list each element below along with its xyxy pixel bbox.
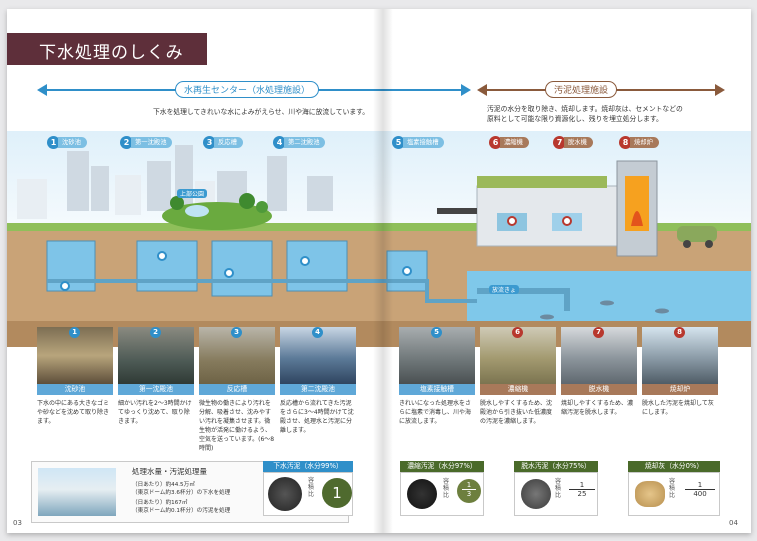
photo-number-4: 4: [312, 327, 323, 338]
ratio-label-dewatered: 容積比: [555, 478, 562, 500]
volume-line-3: （日あたり）約167㎥: [132, 500, 188, 506]
stage-box-raw: 容積比 1: [263, 472, 353, 516]
ratio-value-raw: 1: [322, 478, 352, 508]
photo-number-8: 8: [674, 327, 685, 338]
step-text-5: きれいになった処理水をさらに塩素で消毒し、川や海に放流します。: [399, 400, 472, 425]
water-section-label: 水再生センター（水処理施設）: [175, 81, 320, 98]
step-text-8: 脱水した汚泥を焼却して灰にします。: [642, 400, 714, 416]
volume-title: 処理水量・汚泥処理量: [132, 467, 207, 476]
ratio-fraction-dewatered: 1 25: [569, 481, 595, 499]
ratio-numerator-thickened: 1: [466, 481, 472, 489]
brochure-spread: 下水処理のしくみ 水再生センター（水処理施設） 汚泥処理施設 下水を処理してきれ…: [7, 9, 751, 533]
park-label: 上部公園: [177, 189, 208, 198]
volume-line-1: （日あたり）約44.5万㎥: [132, 482, 195, 488]
photo-number-7: 7: [593, 327, 604, 338]
arrow-left-icon: [37, 84, 47, 96]
arrow-right-icon: [715, 84, 725, 96]
water-description: 下水を処理してきれいな水によみがえらせ、川や海に放流しています。: [153, 108, 370, 116]
step-text-7: 焼却しやすくするため、濃縮汚泥を脱水します。: [561, 400, 633, 416]
step-text-1: 下水の中にある大きなゴミや砂などを沈めて取り除きます。: [37, 400, 110, 425]
ash-photo: [635, 481, 665, 507]
raw-sludge-photo: [268, 477, 302, 511]
photo-caption-6: 濃縮機: [480, 384, 556, 395]
stage-box-thickened: 容積比 1 3: [400, 472, 484, 516]
page-spine: [373, 9, 393, 533]
thickened-sludge-photo: [407, 479, 437, 509]
volume-photo: [38, 468, 116, 516]
sludge-description-line1: 汚泥の水分を取り除き、焼却します。焼却灰は、セメントなどの: [487, 105, 683, 113]
photo-number-6: 6: [512, 327, 523, 338]
arrow-left-icon: [477, 84, 487, 96]
ratio-numerator-ash: 1: [697, 481, 703, 489]
volume-line-4: （東京ドーム約0.1杯分）の汚泥を処理: [132, 508, 231, 514]
photo-caption-7: 脱水機: [561, 384, 637, 395]
ratio-numerator-dewatered: 1: [579, 481, 585, 489]
ratio-denominator-ash: 400: [685, 489, 715, 498]
ratio-label-raw: 容積比: [308, 477, 315, 499]
stage-box-dewatered: 容積比 1 25: [514, 472, 598, 516]
page-number-right: 04: [729, 519, 738, 527]
dewatered-sludge-photo: [521, 479, 551, 509]
photo-caption-8: 焼却炉: [642, 384, 718, 395]
ratio-denominator-thickened: 3: [462, 489, 476, 498]
ratio-denominator-dewatered: 25: [569, 489, 595, 498]
page-number-left: 03: [13, 519, 22, 527]
stage-head-ash: 焼却灰（水分0%）: [628, 461, 720, 472]
photo-caption-3: 反応槽: [199, 384, 275, 395]
step-text-4: 反応槽から流れてきた汚泥をさらに3〜4時間かけて沈殿させ、処理水と汚泥に分離しま…: [280, 400, 354, 434]
photo-number-5: 5: [431, 327, 442, 338]
arrow-right-icon: [461, 84, 471, 96]
treatment-plant-illustration: [7, 131, 751, 347]
sludge-section-label: 汚泥処理施設: [545, 81, 618, 98]
sludge-description-line2: 原料として可能な限り資源化し、残りを埋立処分します。: [487, 115, 663, 123]
photo-caption-4: 第二沈殿池: [280, 384, 356, 395]
stage-head-thickened: 濃縮汚泥（水分97%）: [400, 461, 484, 472]
step-text-6: 脱水しやすくするため、沈殿池から引き抜いた低濃度の汚泥を濃縮します。: [480, 400, 553, 425]
photo-number-2: 2: [150, 327, 161, 338]
stage-head-raw: 下水汚泥（水分99%）: [263, 461, 353, 472]
ratio-fraction-ash: 1 400: [685, 481, 715, 499]
photo-number-1: 1: [69, 327, 80, 338]
photo-number-3: 3: [231, 327, 242, 338]
step-text-3: 微生物の働きにより汚れを分解、吸着させ、沈みやすい汚れを凝集させます。微生物が活…: [199, 400, 275, 452]
ratio-label-ash: 容積比: [669, 478, 676, 500]
discharge-label: 放流きょ: [489, 285, 520, 294]
photo-caption-5: 塩素接触槽: [399, 384, 475, 395]
ratio-label-thickened: 容積比: [443, 478, 450, 500]
ratio-fraction-thickened: 1 3: [457, 479, 481, 503]
stage-head-dewatered: 脱水汚泥（水分75%）: [514, 461, 598, 472]
stage-box-ash: 容積比 1 400: [628, 472, 720, 516]
page-title: 下水処理のしくみ: [7, 33, 207, 65]
photo-caption-1: 沈砂池: [37, 384, 113, 395]
photo-caption-2: 第一沈殿池: [118, 384, 194, 395]
volume-line-2: （東京ドーム約3.6杯分）の下水を処理: [132, 490, 231, 496]
step-text-2: 細かい汚れを2〜3時間かけてゆっくり沈めて、取り除きます。: [118, 400, 192, 425]
